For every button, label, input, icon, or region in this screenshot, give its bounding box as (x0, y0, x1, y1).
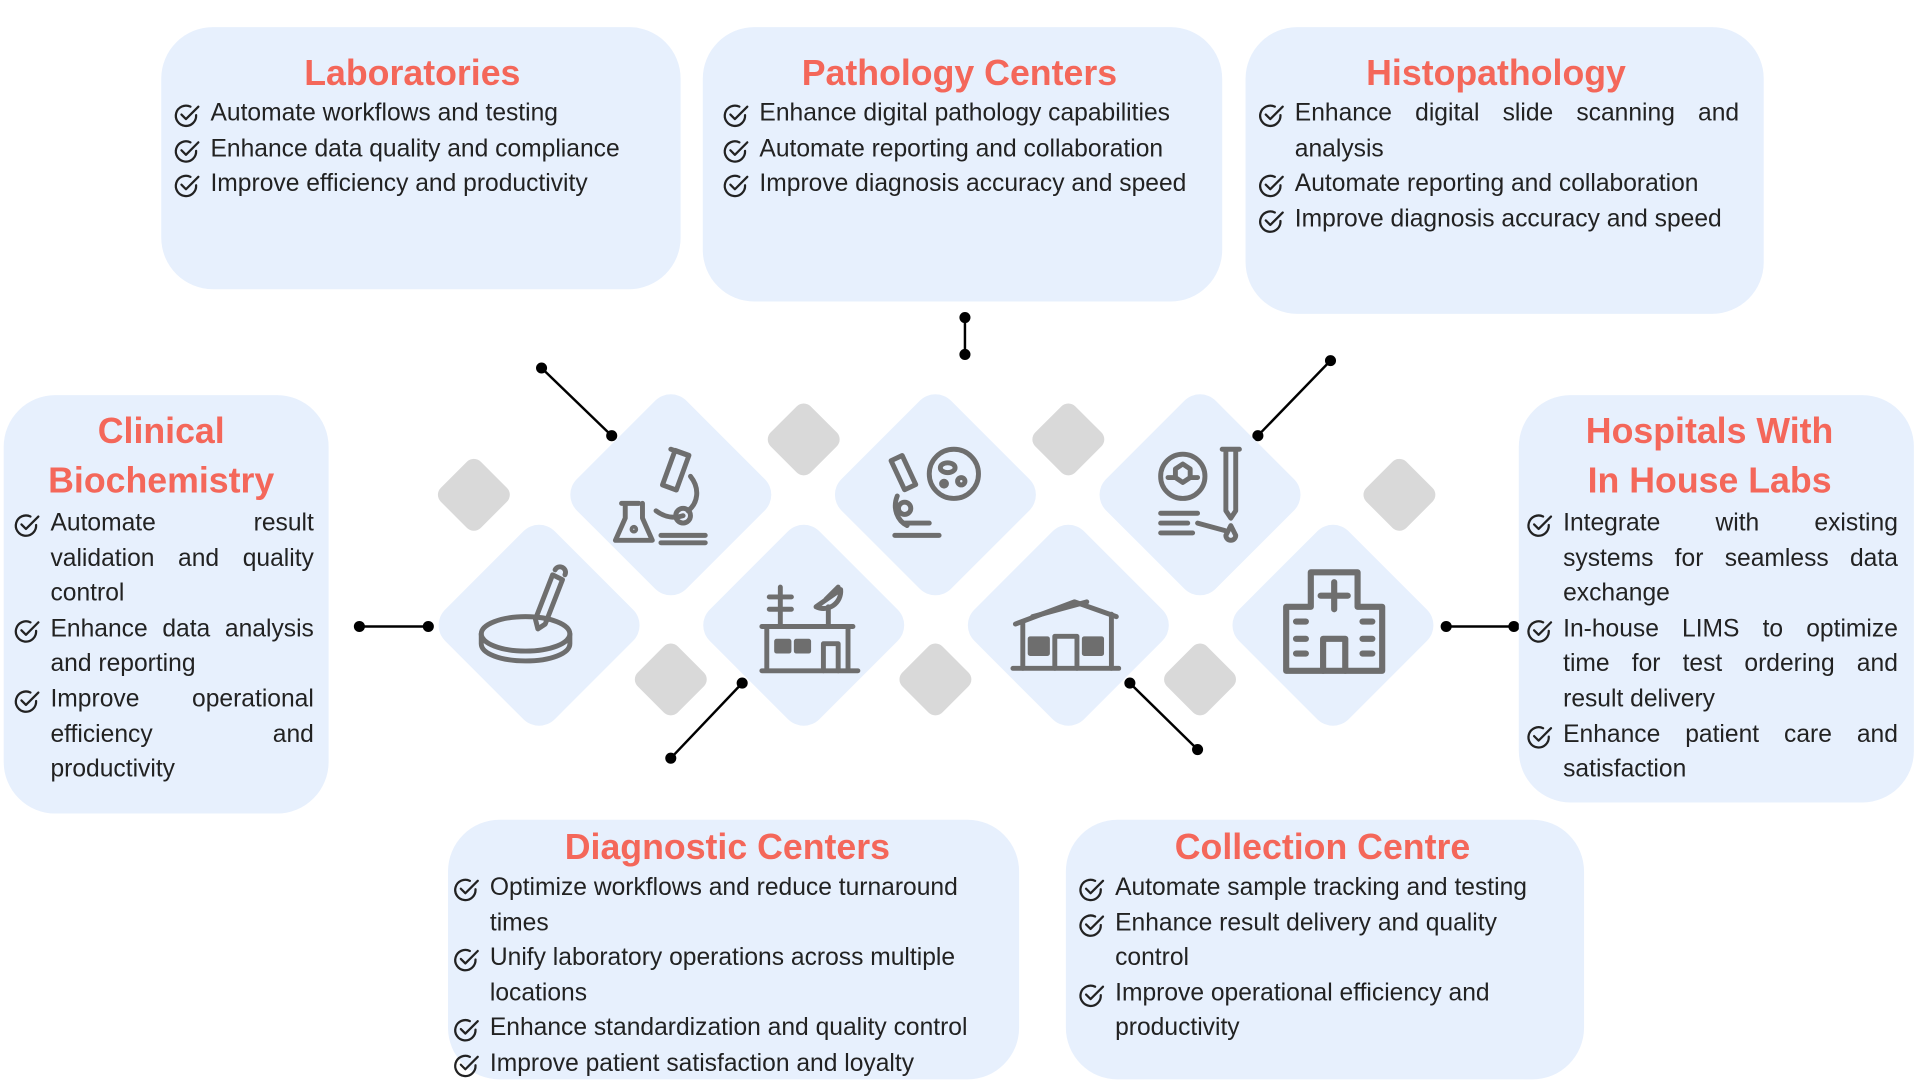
list-item: Enhance result delivery and quality cont… (1073, 905, 1571, 975)
check-circle-icon (1258, 173, 1285, 200)
check-circle-icon (174, 173, 201, 200)
clinical-list: Automate result validation and quality c… (9, 506, 314, 788)
check-circle-icon (453, 876, 480, 903)
check-circle-icon (14, 688, 41, 715)
list-item: Automate reporting and collaboration (1253, 166, 1739, 201)
check-circle-icon (14, 512, 41, 539)
diagnostic-facility-icon (752, 570, 863, 681)
list-item-text: Enhance result delivery and quality cont… (1115, 909, 1497, 972)
hospitals-list: Integrate with existing systems for seam… (1521, 506, 1898, 788)
list-item: Enhance patient care and satisfaction (1521, 717, 1898, 787)
list-item: Automate sample tracking and testing (1073, 870, 1571, 905)
list-item: Automate result validation and quality c… (9, 506, 314, 612)
list-item-text: Improve operational efficiency and produ… (1115, 979, 1490, 1042)
list-item: Enhance standardization and quality cont… (448, 1011, 1007, 1046)
laboratories-title: Laboratories (304, 54, 521, 94)
list-item-text: Optimize workflows and reduce turnaround… (489, 873, 958, 937)
list-item: Improve operational efficiency and produ… (1073, 976, 1571, 1046)
clinical-title: Clinical Biochemistry (48, 412, 275, 501)
list-item: Enhance digital slide scanning and analy… (1253, 96, 1739, 166)
list-item-text: Improve diagnosis accuracy and speed (759, 170, 1187, 198)
list-item-text: Improve patient satisfaction and loyalty (489, 1049, 915, 1077)
list-item-text: In-house LIMS to optimize time for test … (1563, 615, 1898, 713)
list-item: Improve efficiency and productivity (169, 166, 656, 201)
list-item-text: Enhance data analysis and reporting (50, 615, 314, 678)
check-circle-icon (722, 137, 749, 164)
check-circle-icon (453, 947, 480, 974)
list-item-text: Enhance standardization and quality cont… (489, 1014, 968, 1042)
check-circle-icon (1526, 723, 1553, 750)
list-item: Enhance data quality and compliance (169, 131, 656, 166)
list-item-text: Improve operational efficiency and produ… (50, 685, 314, 783)
pathology-title: Pathology Centers (801, 54, 1118, 94)
list-item: Enhance data analysis and reporting (9, 611, 314, 681)
list-item-text: Enhance data quality and compliance (210, 134, 620, 162)
histopathology-card: Histopathology Enhance digital slide sca… (1245, 27, 1764, 314)
check-circle-icon (453, 1017, 480, 1044)
list-item-text: Automate reporting and collaboration (1294, 170, 1699, 198)
list-item: In-house LIMS to optimize time for test … (1521, 611, 1898, 717)
hospitals-title: Hospitals With In House Labs (1585, 412, 1834, 501)
list-item-text: Automate result validation and quality c… (50, 509, 314, 608)
hospital-icon (1279, 565, 1390, 676)
list-item-text: Improve efficiency and productivity (210, 170, 588, 198)
check-circle-icon (1258, 208, 1285, 235)
cells-pipette-icon (1148, 439, 1259, 550)
check-circle-icon (174, 137, 201, 164)
check-circle-icon (1526, 618, 1553, 645)
list-item: Improve operational efficiency and produ… (9, 682, 314, 788)
check-circle-icon (174, 102, 201, 129)
check-circle-icon (1526, 512, 1553, 539)
list-item-text: Improve diagnosis accuracy and speed (1294, 205, 1722, 233)
collection-card: Collection Centre Automate sample tracki… (1065, 819, 1585, 1080)
check-circle-icon (453, 1052, 480, 1079)
check-circle-icon (1258, 102, 1285, 129)
collection-building-icon (1010, 567, 1122, 678)
list-item-text: Unify laboratory operations across multi… (489, 944, 956, 1007)
histopathology-title: Histopathology (1366, 54, 1626, 94)
list-item: Automate workflows and testing (169, 96, 656, 131)
list-item: Unify laboratory operations across multi… (448, 941, 1007, 1011)
diagnostic-card: Diagnostic Centers Optimize workflows an… (448, 819, 1020, 1081)
list-item: Automate reporting and collaboration (718, 131, 1202, 166)
list-item-text: Enhance digital pathology capabilities (759, 99, 1170, 127)
histopathology-list: Enhance digital slide scanning and analy… (1253, 96, 1739, 237)
microscope-flask-icon (607, 439, 718, 550)
collection-title: Collection Centre (1174, 828, 1471, 868)
check-circle-icon (722, 102, 749, 129)
pathology-card: Pathology Centers Enhance digital pathol… (702, 27, 1223, 302)
list-item: Improve patient satisfaction and loyalty (448, 1046, 1007, 1081)
check-circle-icon (722, 173, 749, 200)
list-item: Improve diagnosis accuracy and speed (1253, 202, 1739, 237)
list-item-text: Enhance patient care and satisfaction (1563, 720, 1898, 783)
diagnostic-list: Optimize workflows and reduce turnaround… (448, 870, 1007, 1081)
microscope-bacteria-icon (880, 437, 991, 548)
check-circle-icon (1078, 982, 1105, 1009)
clinical-card: Clinical Biochemistry Automate result va… (3, 395, 329, 814)
list-item-text: Enhance digital slide scanning and analy… (1294, 99, 1740, 162)
check-circle-icon (1078, 912, 1105, 939)
list-item-text: Automate reporting and collaboration (759, 134, 1164, 162)
list-item: Integrate with existing systems for seam… (1521, 506, 1898, 612)
list-item-text: Automate sample tracking and testing (1115, 873, 1527, 901)
laboratories-card: Laboratories Automate workflows and test… (161, 27, 681, 290)
hospitals-card: Hospitals With In House Labs Integrate w… (1518, 395, 1914, 803)
diagnostic-title: Diagnostic Centers (564, 828, 891, 868)
list-item: Optimize workflows and reduce turnaround… (448, 870, 1007, 940)
petri-dish-dropper-icon (476, 562, 587, 673)
list-item: Improve diagnosis accuracy and speed (718, 166, 1202, 201)
check-circle-icon (1078, 876, 1105, 903)
list-item-text: Integrate with existing systems for seam… (1563, 509, 1898, 608)
list-item-text: Automate workflows and testing (210, 99, 559, 127)
check-circle-icon (14, 618, 41, 645)
list-item: Enhance digital pathology capabilities (718, 96, 1202, 131)
